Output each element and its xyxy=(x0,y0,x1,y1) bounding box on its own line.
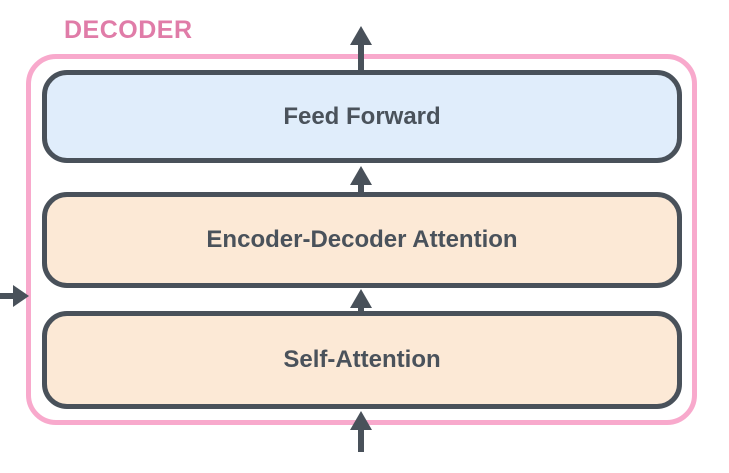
self-attention-block: Self-Attention xyxy=(42,311,682,409)
arrow-right-head xyxy=(13,285,29,307)
arrow-shaft xyxy=(358,183,364,194)
arrow-shaft xyxy=(0,293,16,299)
feed-forward-label: Feed Forward xyxy=(283,102,441,130)
arrow-shaft xyxy=(358,428,364,452)
feed-forward-block: Feed Forward xyxy=(42,70,682,163)
arrow-up-head xyxy=(350,411,372,430)
encoder-decoder-attention-label: Encoder-Decoder Attention xyxy=(206,226,518,253)
arrow-up-head xyxy=(350,166,372,185)
arrow-up-head xyxy=(350,26,372,45)
arrow-shaft xyxy=(358,306,364,313)
arrow-up-head xyxy=(350,289,372,308)
encoder-decoder-attention-block: Encoder-Decoder Attention xyxy=(42,192,682,288)
arrow-shaft xyxy=(358,43,364,74)
self-attention-label: Self-Attention xyxy=(283,346,441,373)
decoder-title: DECODER xyxy=(64,16,193,44)
